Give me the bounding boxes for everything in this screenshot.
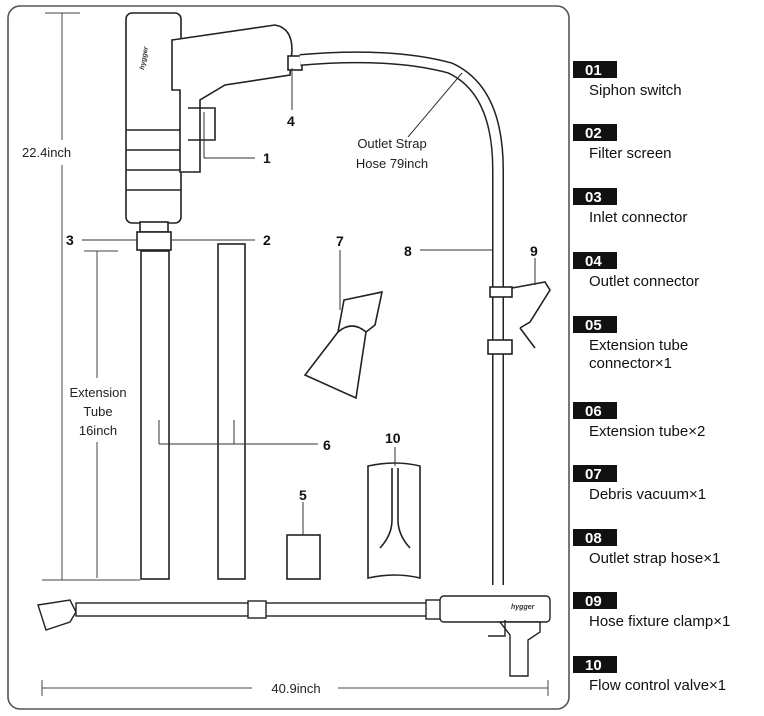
tube-label-line-2: Tube (83, 404, 112, 419)
legend-number: 06 (585, 403, 602, 420)
legend-name: Outlet strap hose×1 (589, 550, 720, 567)
legend-badge (573, 188, 617, 205)
legend-item: 03 Inlet connector (573, 188, 687, 226)
legend-item: 05 Extension tube connector×1 (573, 316, 688, 372)
extension-tube-connector (286, 534, 321, 580)
legend-number: 10 (585, 657, 602, 674)
legend-name: Debris vacuum×1 (589, 486, 706, 503)
legend-badge (573, 529, 617, 546)
parts-legend: 01 Siphon switch 02 Filter screen 03 Inl… (573, 61, 730, 694)
assembled-view (37, 595, 551, 677)
height-dimension (42, 12, 140, 581)
width-label: 40.9inch (271, 681, 320, 696)
legend-number: 07 (585, 466, 602, 483)
legend-badge (573, 402, 617, 419)
legend-name: Filter screen (589, 145, 672, 162)
callout-1: 1 (263, 150, 271, 166)
callout-4: 4 (287, 113, 295, 129)
legend-item: 10 Flow control valve×1 (573, 656, 726, 694)
extension-tube-1 (140, 250, 170, 580)
hose-label-line-2: Hose 79inch (356, 156, 428, 171)
legend-name: Flow control valve×1 (589, 677, 726, 694)
callout-leaders (82, 68, 536, 535)
legend-item: 01 Siphon switch (573, 61, 682, 99)
legend-number: 09 (585, 593, 602, 610)
callout-2: 2 (263, 232, 271, 248)
legend-name: Inlet connector (589, 209, 687, 226)
legend-badge (573, 61, 617, 78)
flow-control-valve (367, 462, 421, 580)
legend-name: Extension tube×2 (589, 423, 705, 440)
legend-number: 05 (585, 317, 602, 334)
legend-number: 02 (585, 125, 602, 142)
legend-badge (573, 465, 617, 482)
legend-badge (573, 124, 617, 141)
height-label: 22.4inch (22, 145, 71, 160)
hose-fixture-clamp (487, 281, 551, 355)
callout-5: 5 (299, 487, 307, 503)
width-dimension (41, 680, 549, 696)
legend-number: 08 (585, 530, 602, 547)
legend-number: 01 (585, 62, 602, 79)
callout-6: 6 (323, 437, 331, 453)
tube-dimension (84, 250, 118, 578)
legend-item: 04 Outlet connector (573, 252, 699, 290)
diagram-frame (7, 5, 570, 710)
legend-item: 09 Hose fixture clamp×1 (573, 592, 730, 630)
legend-item: 08 Outlet strap hose×1 (573, 529, 720, 567)
extension-tube-2 (217, 243, 246, 580)
legend-name-line-2: connector×1 (589, 355, 672, 372)
legend-name: Hose fixture clamp×1 (589, 613, 730, 630)
tube-label-line-3: 16inch (79, 423, 117, 438)
outlet-hose-inner (299, 52, 503, 585)
legend-item: 06 Extension tube×2 (573, 402, 705, 440)
callout-7: 7 (336, 233, 344, 249)
legend-name: Outlet connector (589, 273, 699, 290)
legend-badge (573, 316, 617, 333)
callout-10: 10 (385, 430, 401, 446)
callout-3: 3 (66, 232, 74, 248)
legend-number: 04 (585, 253, 602, 270)
legend-badge (573, 656, 617, 673)
legend-item: 02 Filter screen (573, 124, 672, 162)
callout-9: 9 (530, 243, 538, 259)
debris-vacuum (303, 290, 384, 400)
callout-8: 8 (404, 243, 412, 259)
legend-item: 07 Debris vacuum×1 (573, 465, 706, 503)
brand-logo-small: hygger (511, 604, 536, 611)
legend-badge (573, 592, 617, 609)
legend-badge (573, 252, 617, 269)
legend-number: 03 (585, 189, 602, 206)
hose-label-line-1: Outlet Strap (357, 136, 426, 151)
legend-name: Siphon switch (589, 82, 682, 99)
brand-logo: hygger (139, 45, 150, 70)
siphon-pump (125, 12, 303, 251)
legend-name: Extension tube (589, 337, 688, 354)
tube-label-line-1: Extension (69, 385, 126, 400)
